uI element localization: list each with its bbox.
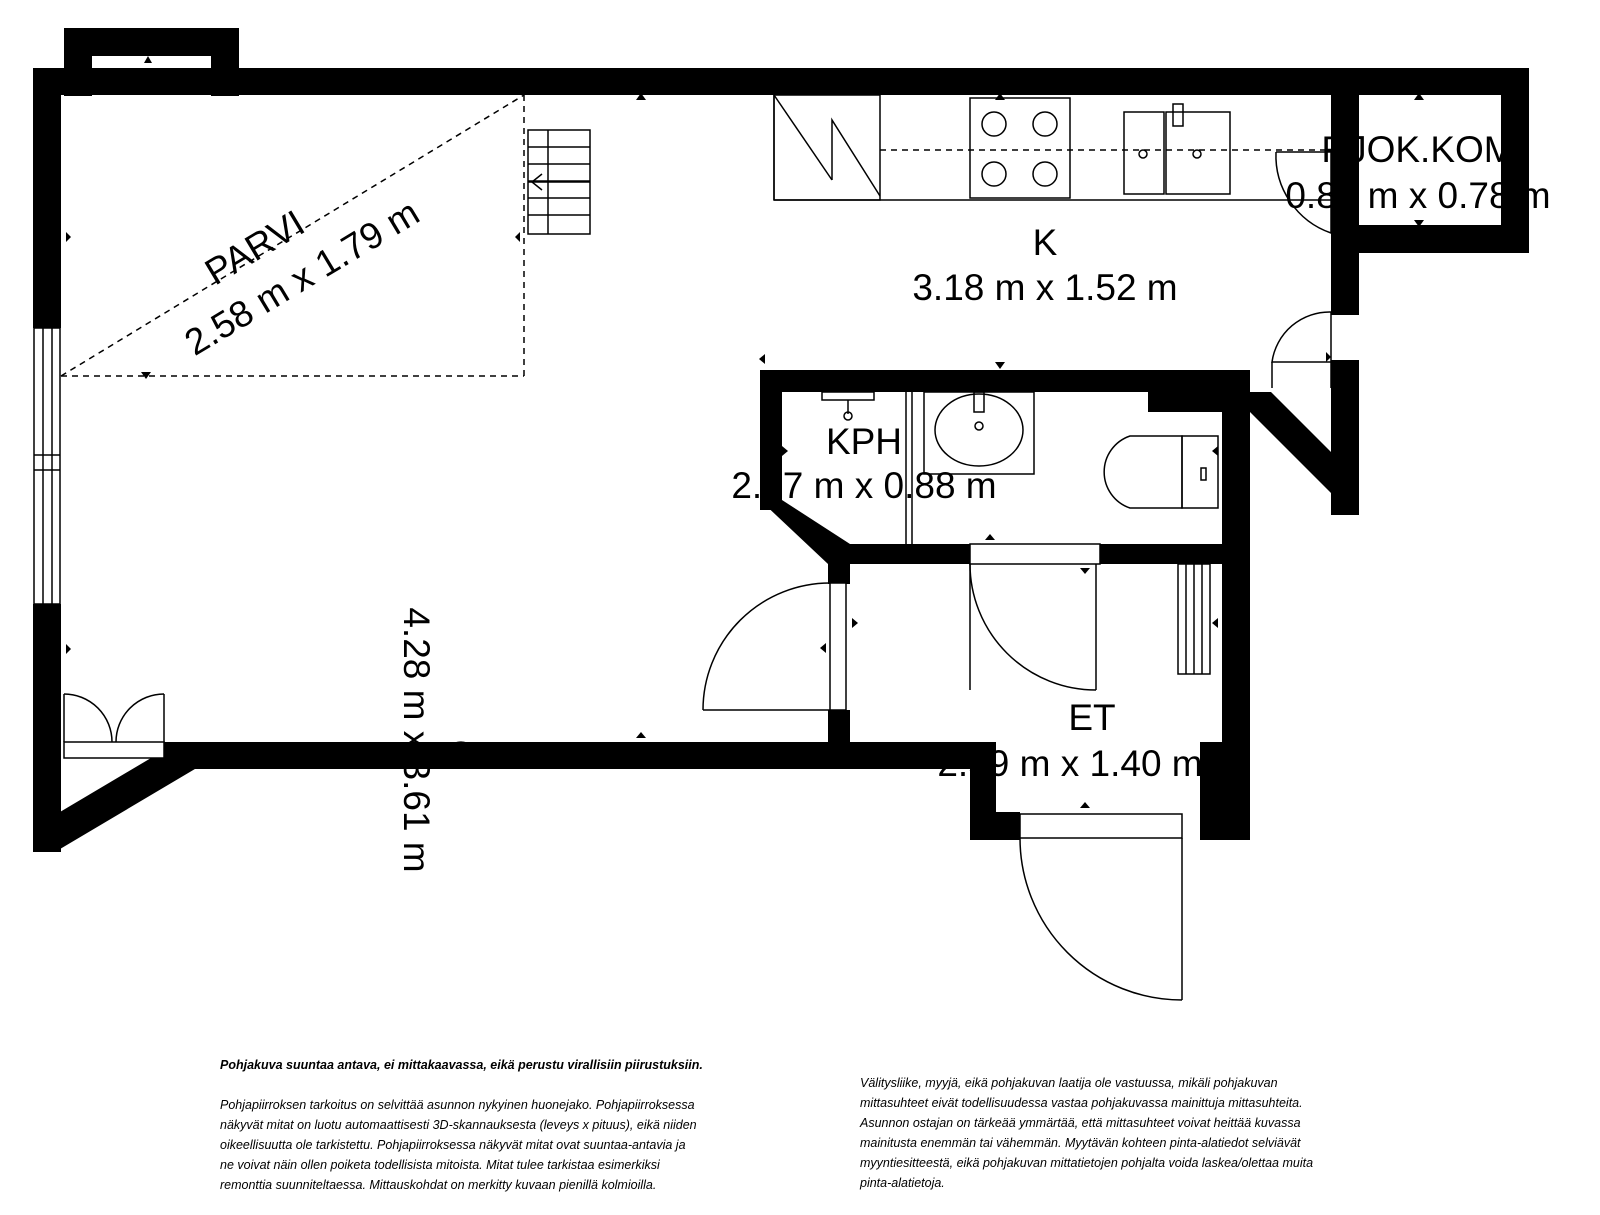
- closet-door-right: [1271, 311, 1332, 388]
- o-label-group: O 4.28 m x 3.61 m: [396, 607, 481, 872]
- walls: [33, 28, 1529, 852]
- kph-dims: 2.47 m x 0.88 m: [731, 465, 996, 506]
- et-dims: 2.59 m x 1.40 m: [937, 743, 1202, 784]
- disclaimer-right: Välitysliike, myyjä, eikä pohjakuvan laa…: [860, 1073, 1420, 1213]
- disclaimer-left-body: Pohjapiirroksen tarkoitus on selvittää a…: [220, 1098, 697, 1192]
- rjok-dims: 0.84 m x 0.78 m: [1285, 175, 1550, 216]
- parvi-outline: [60, 94, 525, 377]
- et-label: ET: [1068, 697, 1115, 738]
- kitchen-counter: [773, 94, 1331, 201]
- kph-fixtures: [821, 391, 1219, 544]
- disclaimer-left: Pohjakuva suuntaa antava, ei mittakaavas…: [220, 1055, 780, 1215]
- staircase: [527, 129, 591, 235]
- o-dims: 4.28 m x 3.61 m: [396, 607, 437, 872]
- k-label: K: [1033, 222, 1058, 263]
- window-left: [33, 327, 61, 605]
- kph-label: KPH: [826, 421, 902, 462]
- rjok-door: [1275, 151, 1332, 235]
- parvi-label-group: PARVI 2.58 m x 1.79 m: [178, 192, 427, 364]
- rjok-label: RJOK.KOM: [1321, 129, 1514, 170]
- disclaimer-title: Pohjakuva suuntaa antava, ei mittakaavas…: [220, 1058, 703, 1072]
- k-dims: 3.18 m x 1.52 m: [912, 267, 1177, 308]
- doors: [63, 543, 1211, 1001]
- o-label: O: [440, 740, 481, 769]
- disclaimer-right-body: Välitysliike, myyjä, eikä pohjakuvan laa…: [860, 1076, 1314, 1190]
- measurement-markers: [66, 56, 1424, 808]
